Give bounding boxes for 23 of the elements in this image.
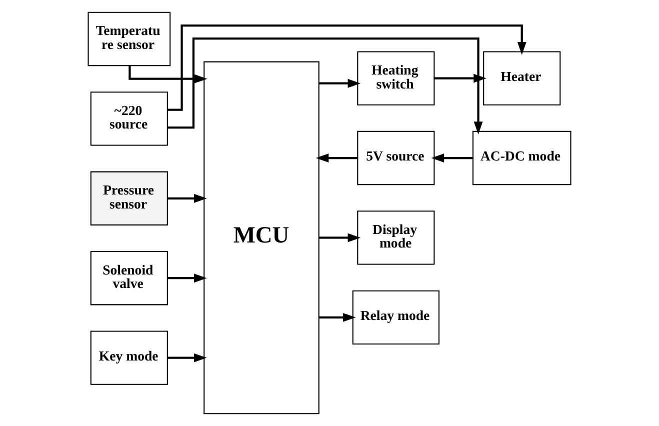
node-box: Heating switch (357, 51, 435, 106)
arrow (168, 38, 483, 134)
node-box: Pressure sensor (90, 171, 168, 226)
arrow (316, 154, 358, 162)
arrow (318, 233, 361, 242)
node-box: 5V source (357, 130, 435, 186)
node-box: Heater (483, 51, 561, 106)
arrow (167, 353, 207, 362)
node-box: Key mode (90, 330, 168, 385)
node-box: Solenoid valve (90, 251, 168, 306)
arrow (318, 78, 361, 88)
node-box: Temperatu re sensor (88, 12, 171, 66)
node-box: AC-DC mode (472, 130, 572, 186)
arrow (167, 194, 207, 203)
node-box: ~220 source (90, 92, 168, 146)
arrow (318, 312, 356, 322)
arrow (128, 66, 208, 84)
node-box: MCU (204, 61, 320, 414)
node-box: Relay mode (352, 290, 440, 345)
arrow (167, 274, 207, 283)
arrow (431, 154, 473, 162)
node-box: Display mode (357, 210, 435, 265)
arrow (168, 24, 526, 111)
